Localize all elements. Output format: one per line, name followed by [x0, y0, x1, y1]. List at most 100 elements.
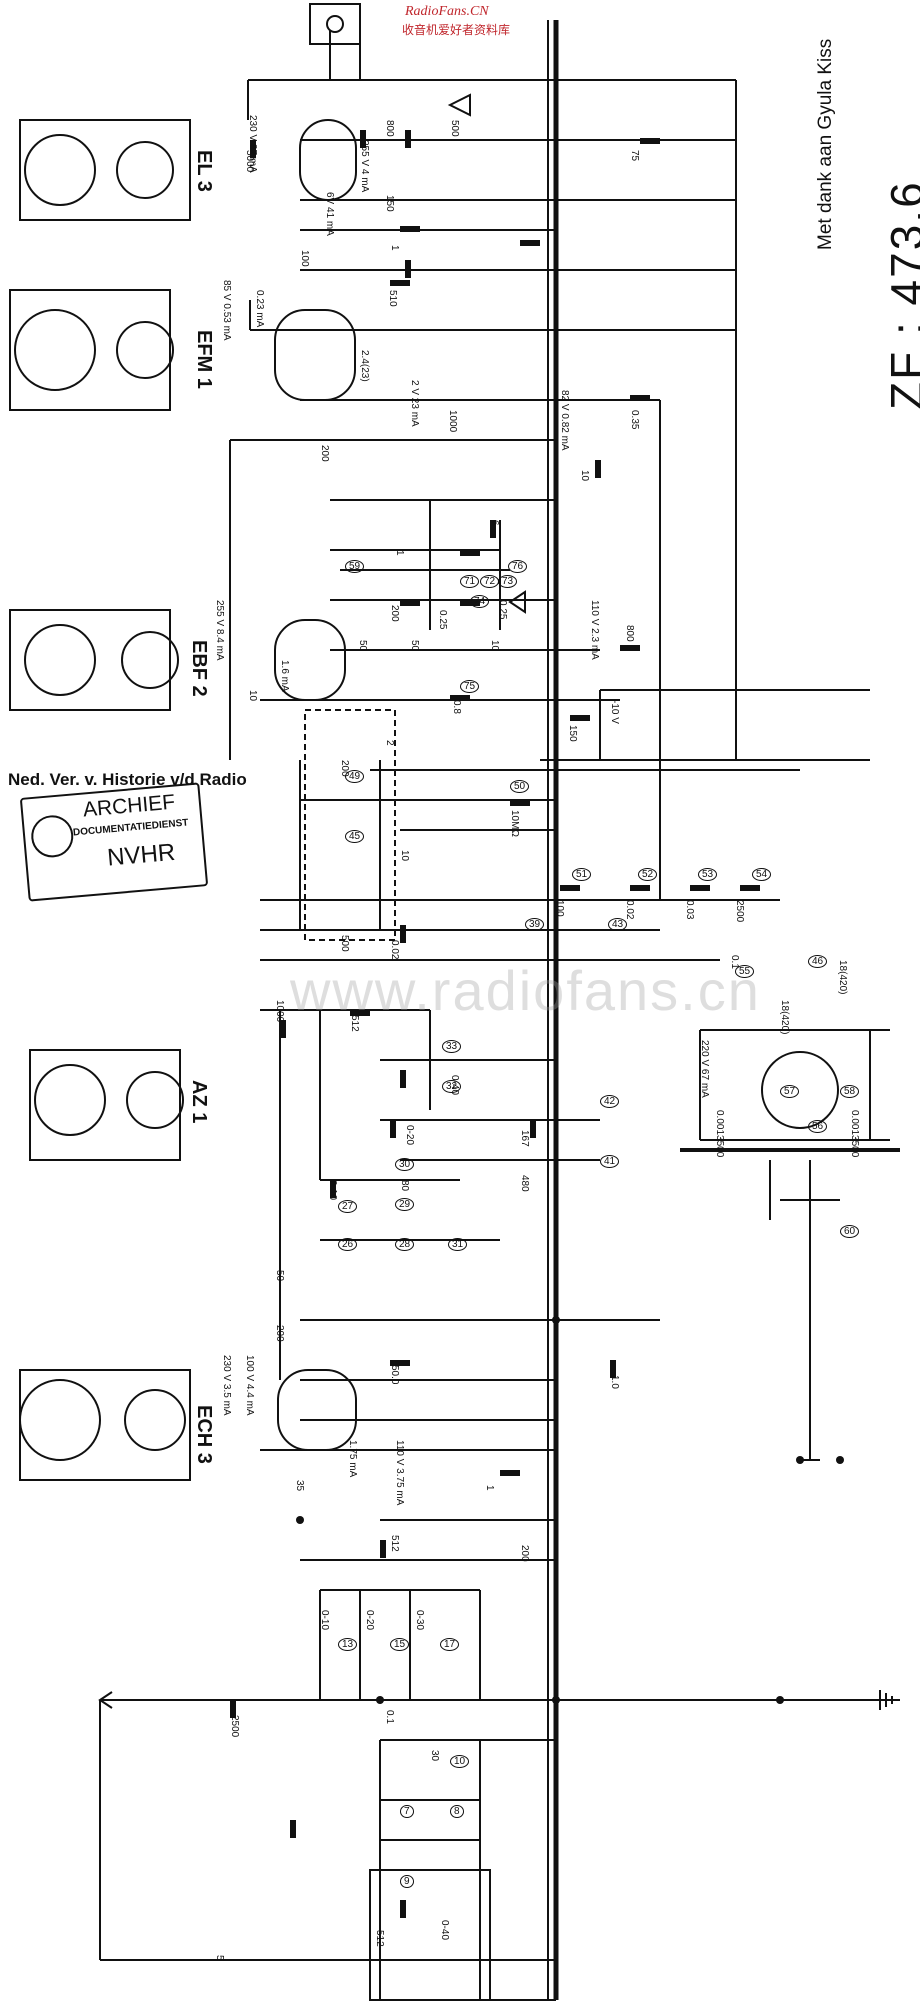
- component-value: 0.02: [624, 900, 635, 920]
- credit-text: Met dank aan Gyula Kiss: [815, 38, 836, 250]
- ebf2-socket-box: [9, 609, 171, 711]
- tube-label-ebf2: EBF 2: [188, 640, 210, 697]
- component-value: 1: [389, 245, 400, 251]
- speaker-box: [309, 3, 361, 45]
- annotation-power-supply: 220 V 67 mA: [699, 1040, 710, 1098]
- component-value: 1000: [274, 1000, 285, 1023]
- component-value: 50: [409, 640, 420, 652]
- annotation-el3-screen: 255 V 4 mA: [359, 140, 370, 193]
- marker-label: 59: [345, 560, 365, 573]
- marker-label: 76: [508, 560, 528, 573]
- annotation-ech3-osc: 1.75 mA: [347, 1440, 358, 1478]
- component-value: 0.1: [384, 1710, 395, 1724]
- component-value: 480: [519, 1175, 530, 1192]
- component-value: 200: [319, 445, 330, 462]
- component-value: 200: [389, 605, 400, 622]
- component-value: 5: [214, 1955, 225, 1961]
- component-value: 35: [294, 1480, 305, 1492]
- marker-label: 53: [698, 868, 718, 881]
- marker-label: 49: [345, 770, 365, 783]
- tube-label-ech3: ECH 3: [193, 1405, 215, 1464]
- component-value: 800: [624, 625, 635, 642]
- component-value: 0.03: [684, 900, 695, 920]
- component-value: 0-30: [414, 1610, 425, 1631]
- marker-label: 13: [338, 1638, 358, 1651]
- component-value: 0.8: [451, 700, 462, 714]
- az1-socket-box: [29, 1049, 181, 1161]
- marker-label: 26: [338, 1238, 358, 1251]
- model-number: ZF : 473.6: [881, 180, 920, 410]
- marker-label: 33: [442, 1040, 462, 1053]
- annotation-efm1-supply: 82 V 0.82 mA: [559, 390, 570, 451]
- site-name: RadioFans.CN: [405, 4, 489, 19]
- marker-label: 55: [735, 965, 755, 978]
- efm1-tube-body: [274, 309, 356, 401]
- annotation-efm1-screen: 0.23 mA: [254, 290, 265, 328]
- marker-label: 15: [390, 1638, 410, 1651]
- ech3-socket-box: [19, 1369, 191, 1481]
- marker-label: 60: [840, 1225, 860, 1238]
- marker-label: 32: [442, 1080, 462, 1093]
- annotation-ech3-supply: 110 V 3.75 mA: [394, 1440, 405, 1506]
- speaker-cone: [447, 93, 471, 117]
- component-value: 1.0: [609, 1375, 620, 1389]
- component-value: 0.0013500: [849, 1110, 860, 1158]
- marker-label: 50: [510, 780, 530, 793]
- tube-label-efm1: EFM 1: [193, 330, 215, 389]
- component-value: 0.0013500: [714, 1110, 725, 1158]
- annotation-efm1-anode: 85 V 0.53 mA: [221, 280, 232, 341]
- marker-label: 10: [450, 1755, 470, 1768]
- marker-label: 30: [395, 1158, 415, 1171]
- component-value: 0-40: [439, 1920, 450, 1941]
- watermark: www.radiofans.cn: [290, 959, 761, 1022]
- marker-label: 56: [808, 1120, 828, 1133]
- az1-rect-tube-body: [761, 1051, 839, 1129]
- el3-socket-box: [19, 119, 191, 221]
- component-value: 167: [519, 1130, 530, 1147]
- annotation-ebf2-screen: 1.6 mA: [279, 660, 290, 692]
- component-value: 1: [394, 550, 405, 556]
- component-value: 10: [399, 850, 410, 862]
- component-value: 2500: [734, 900, 745, 923]
- marker-label: 45: [345, 830, 365, 843]
- component-value: 10: [579, 470, 590, 482]
- marker-label: 17: [440, 1638, 460, 1651]
- component-value: 512: [389, 1535, 400, 1552]
- stamp-line-1: ARCHIEF: [82, 790, 176, 822]
- marker-label: 71: [460, 575, 480, 588]
- marker-label: 52: [638, 868, 658, 881]
- marker-label: 39: [525, 918, 545, 931]
- marker-label: 28: [395, 1238, 415, 1251]
- stamp-line-3: NVHR: [106, 838, 177, 872]
- component-value: 200: [519, 1545, 530, 1562]
- marker-label: 75: [460, 680, 480, 693]
- component-value: 200: [274, 1325, 285, 1342]
- ebf2-tube-body: [274, 619, 346, 701]
- tube-label-az1: AZ 1: [188, 1080, 210, 1124]
- marker-label: 43: [608, 918, 628, 931]
- component-value: 1000: [447, 410, 458, 433]
- annotation-ebf2-supply: 110 V 2.3 mA: [589, 600, 600, 660]
- marker-label: 72: [480, 575, 500, 588]
- marker-label: 27: [338, 1200, 358, 1213]
- marker-label: 73: [498, 575, 518, 588]
- archive-logo-icon: [29, 813, 76, 860]
- marker-label: 58: [840, 1085, 860, 1098]
- marker-label: 54: [752, 868, 772, 881]
- component-value: 100: [299, 250, 310, 267]
- organization-name: Ned. Ver. v. Historie v/d Radio: [8, 770, 247, 789]
- ech3-tube-body: [277, 1369, 357, 1451]
- component-value: 1: [484, 1485, 495, 1491]
- marker-label: 41: [600, 1155, 620, 1168]
- component-value: 512: [349, 1015, 360, 1032]
- el3-tube-body: [299, 119, 357, 201]
- component-value: 0.25: [497, 600, 508, 620]
- component-value: 75: [629, 150, 640, 162]
- component-value: 50.0: [389, 1365, 400, 1385]
- annotation-efm1-gnd: 2 V 23 mA: [409, 380, 420, 427]
- annotation-el3-bias: 6V 41 mA: [324, 192, 335, 236]
- component-value: 0-20: [404, 1125, 415, 1146]
- annotation-ebf2-anode: 255 V 8.4 mA: [214, 600, 225, 661]
- marker-label: 31: [448, 1238, 468, 1251]
